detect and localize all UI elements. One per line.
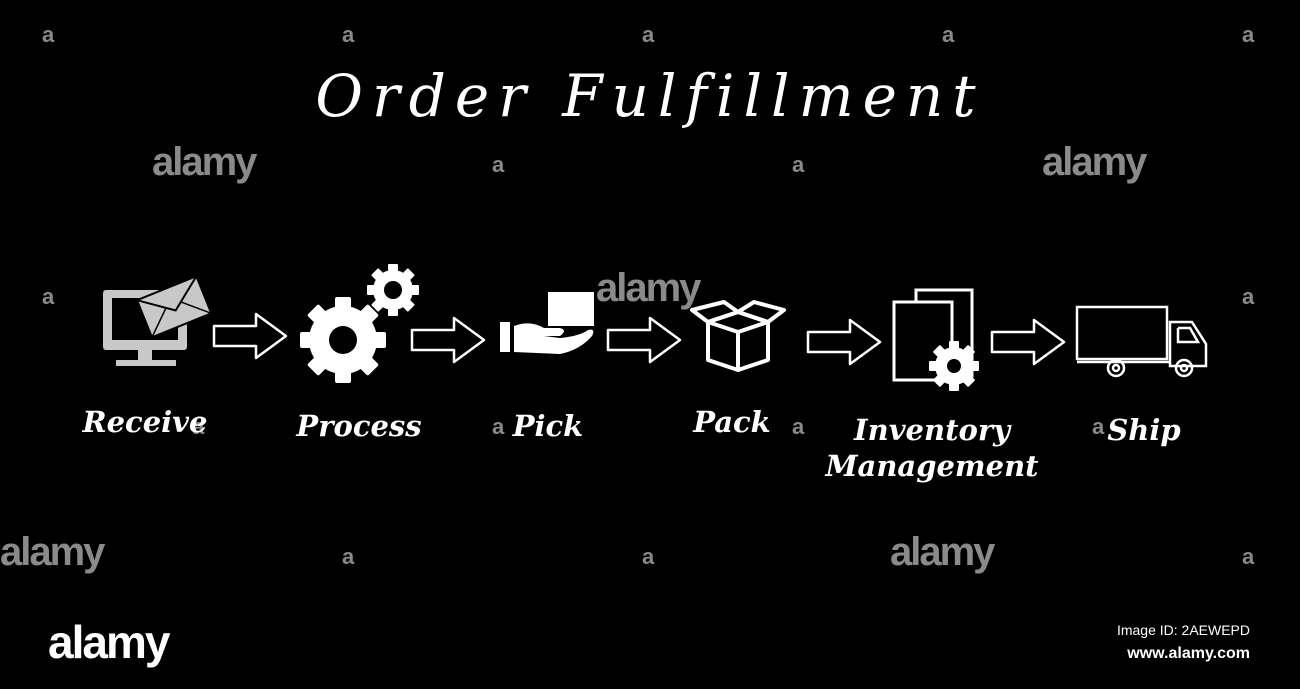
truck-icon [1075, 305, 1208, 378]
watermark-mark: a [42, 284, 55, 309]
flow-arrow [990, 318, 1066, 366]
watermark-mark: a [192, 414, 205, 439]
step-label-line: Inventory [854, 413, 1010, 447]
watermark-mark: a [1242, 284, 1255, 309]
gears-icon [300, 264, 419, 383]
watermark-text: alamy [890, 530, 995, 574]
watermark-mark: a [1092, 414, 1105, 439]
step-label-line: Management [825, 449, 1039, 483]
step-label-receive: Receive [82, 405, 208, 439]
watermark-mark: a [492, 152, 505, 177]
watermark-mark: a [342, 544, 355, 569]
flow-arrow [806, 318, 882, 366]
step-label-pick: Pick [512, 409, 584, 443]
watermark-mark: a [792, 152, 805, 177]
step-label-ship: Ship [1107, 413, 1181, 447]
brand-logo: alamy [48, 616, 170, 668]
documents-gear-icon [892, 288, 979, 391]
hand-box-icon [500, 292, 594, 354]
step-label-process: Process [296, 409, 422, 443]
open-box-icon [690, 300, 786, 372]
flow-arrow [212, 312, 288, 360]
watermark-mark: a [1242, 22, 1255, 47]
watermark-mark: a [492, 414, 505, 439]
computer-envelope-icon [103, 274, 213, 366]
watermark-text: alamy [1042, 140, 1147, 184]
watermark-text: alamy [0, 530, 105, 574]
site-url-text: www.alamy.com [1127, 645, 1250, 662]
watermark-text: alamy [152, 140, 257, 184]
step-label-inventory-management: Inventory Management [800, 412, 1064, 484]
watermark-mark: a [1242, 544, 1255, 569]
diagram-title: Order Fulfillment [315, 62, 985, 130]
watermark-mark: a [642, 22, 655, 47]
image-id-text: Image ID: 2AEWEPD [1116, 622, 1250, 638]
watermark-mark: a [42, 22, 55, 47]
step-label-pack: Pack [693, 405, 771, 439]
watermark-mark: a [642, 544, 655, 569]
watermark-mark: a [792, 414, 805, 439]
flow-arrow [606, 316, 682, 364]
watermark-mark: a [942, 22, 955, 47]
watermark-mark: a [342, 22, 355, 47]
watermark-text: alamy [596, 266, 701, 310]
flow-arrow [410, 316, 486, 364]
